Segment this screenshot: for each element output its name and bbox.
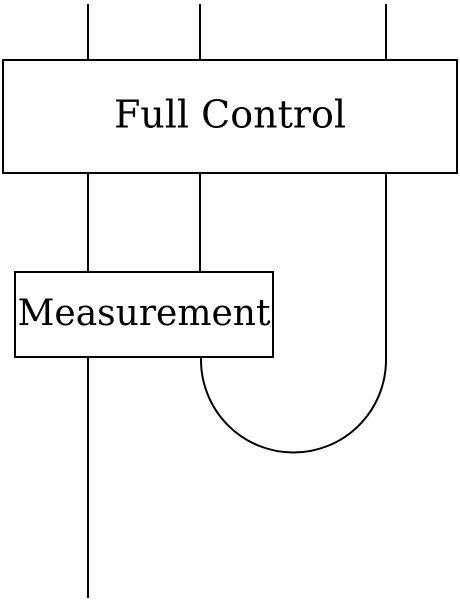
measurement-box xyxy=(14,271,274,358)
cup-wire xyxy=(200,357,387,454)
full-control-box xyxy=(2,59,458,174)
full-control-label: Full Control xyxy=(114,93,346,137)
measurement-label: Measurement xyxy=(18,293,271,334)
